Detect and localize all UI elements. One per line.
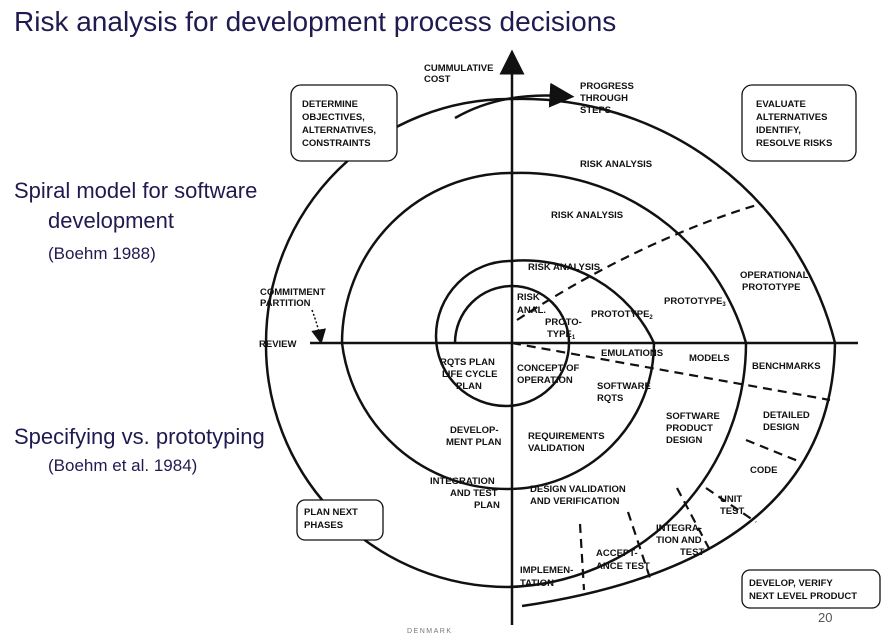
bullet-spiral-model: Spiral model for software (14, 178, 258, 203)
code-label: CODE (750, 465, 777, 476)
emulations-label: EMULATIONS (601, 348, 663, 359)
prototype-2-label: PROTOTYPE2 (591, 309, 653, 321)
prototype-1-label: PROTO-TYPE1 (545, 317, 582, 341)
risk-analysis-3: RISK ANALYSIS (528, 262, 600, 273)
risk-analysis-outer: RISK ANALYSIS (580, 159, 652, 170)
benchmarks-label: BENCHMARKS (752, 361, 821, 372)
slide-title: Risk analysis for development process de… (14, 6, 617, 37)
dashed-separators (511, 202, 831, 591)
review-label: REVIEW (259, 339, 297, 350)
implementation-label: IMPLEMEN-TATION (520, 565, 573, 589)
plan-next-box (296, 499, 384, 541)
spiral-curve (264, 97, 837, 608)
bullet-spiral-model-cont: development (48, 208, 174, 233)
bullet-specifying-reference: (Boehm et al. 1984) (48, 456, 198, 475)
commitment-arrow (311, 309, 327, 345)
evaluate-box (741, 84, 857, 162)
risk-analysis-2: RISK ANALYSIS (551, 210, 623, 221)
prototype-3-label: PROTOTYPE3 (664, 296, 726, 308)
page-number: 20 (818, 610, 833, 625)
development-plan-label: DEVELOP-MENT PLAN (446, 425, 502, 448)
footer-logo-text: DENMARK (407, 628, 453, 635)
models-label: MODELS (689, 353, 730, 364)
develop-verify-box (741, 569, 881, 609)
determine-box (290, 84, 398, 162)
acceptance-test-label: ACCEPT-ANCE TEST (596, 548, 650, 572)
bullet-specifying: Specifying vs. prototyping (14, 424, 265, 449)
bullet-spiral-reference: (Boehm 1988) (48, 244, 156, 263)
